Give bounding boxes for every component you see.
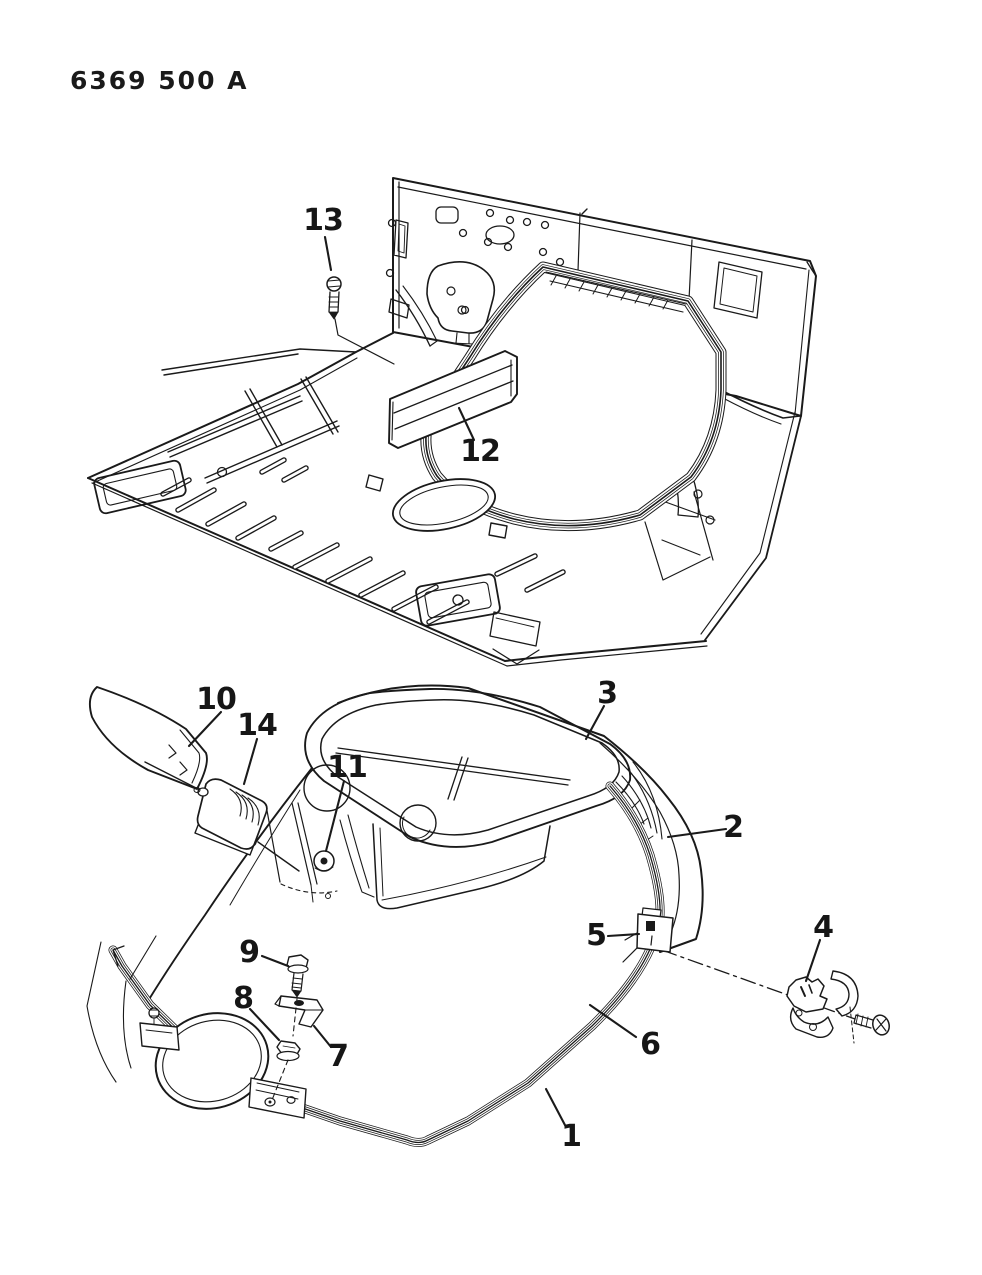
hinge-spring [229, 788, 260, 826]
latch-assembly [786, 970, 890, 1044]
corner-seal-fan [615, 761, 663, 843]
callout-5: 5 [586, 918, 607, 953]
tray-skirt [265, 802, 551, 910]
floor-sheet [87, 332, 802, 667]
hinge-rod [144, 761, 300, 872]
floor-recess-right [415, 573, 541, 647]
nut-8 [276, 1040, 301, 1062]
screw-9 [286, 954, 309, 998]
floor-ribs [160, 457, 566, 625]
callout-6: 6 [640, 1027, 661, 1062]
figure-engine-cover [86, 684, 890, 1147]
engine-hump-opening [391, 478, 497, 532]
callout-9: 9 [239, 935, 260, 970]
hinge-assembly [193, 778, 268, 856]
floor-recess-left [93, 459, 187, 515]
leader-lines-lower [187, 704, 822, 1129]
callout-12: 12 [460, 434, 501, 469]
cowl-hatch-strip [545, 271, 687, 313]
figure-floor-pan [87, 177, 817, 667]
callout-1: 1 [561, 1119, 582, 1154]
callout-3: 3 [597, 676, 618, 711]
cowl-bracket [426, 261, 496, 345]
callout-4: 4 [813, 910, 834, 945]
bracket-5 [622, 907, 674, 963]
latch-centerline [661, 949, 856, 1020]
hardware-centerline [271, 998, 298, 1101]
callout-11: 11 [327, 750, 368, 785]
callout-10: 10 [196, 682, 237, 717]
callout-13: 13 [303, 203, 344, 238]
latch-screw [853, 1013, 890, 1036]
callout-8: 8 [233, 981, 254, 1016]
mounting-foot-left [139, 1007, 180, 1051]
mounting-screw-13 [326, 276, 342, 320]
access-flap [88, 686, 208, 790]
callout-7: 7 [328, 1039, 349, 1074]
body-hint-lines [86, 935, 157, 1083]
mounting-foot-center [248, 1077, 307, 1119]
part-number: 6369 500 A [70, 66, 249, 95]
dash-holes [385, 206, 763, 319]
wheel-hump [154, 1012, 270, 1110]
callout-2: 2 [723, 810, 744, 845]
engine-opening [365, 261, 727, 539]
callout-14: 14 [237, 708, 278, 743]
leader-lines-upper [323, 235, 476, 442]
support-beam [388, 350, 518, 449]
grommet [313, 850, 335, 872]
floor-rails [161, 348, 357, 484]
